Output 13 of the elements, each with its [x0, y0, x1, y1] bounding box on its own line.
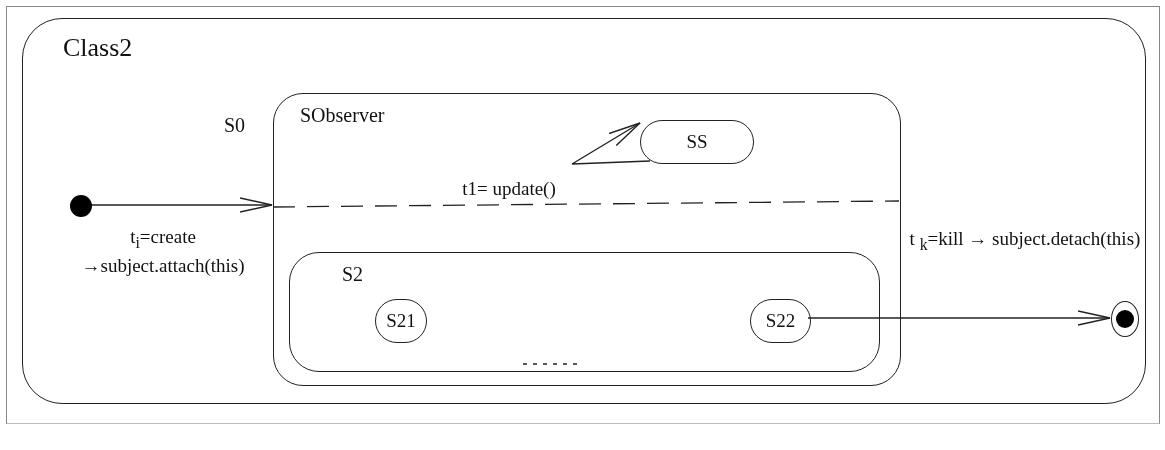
initial-state-dot: [70, 195, 92, 217]
transition-arrow: [571, 122, 651, 165]
edge-label: t1= update(): [461, 177, 557, 201]
state-name: SObserver: [300, 104, 385, 127]
transition-arrow: [807, 310, 1111, 326]
state-name: S0: [224, 114, 246, 137]
state-name: Class2: [63, 33, 133, 63]
state-region: [289, 252, 880, 372]
edge-label: t $_{k}$=kill → subject.detach(this): [908, 227, 1142, 255]
state-region: [22, 18, 1146, 404]
state-name: S2: [342, 263, 364, 286]
transition-arrow: [90, 197, 273, 213]
edge-label: t$_{i}$=create →subject.attach(this): [80, 225, 246, 279]
